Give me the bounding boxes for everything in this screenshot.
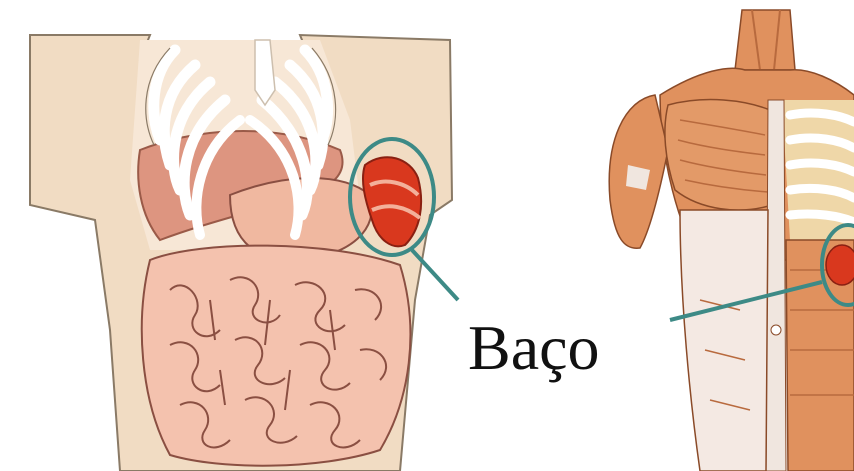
spleen-label: Baço xyxy=(468,316,600,380)
neck xyxy=(735,10,795,70)
abdomen xyxy=(680,210,768,471)
left-torso xyxy=(30,35,458,471)
navel xyxy=(771,325,781,335)
spleen-right xyxy=(826,245,854,285)
small-intestine xyxy=(142,246,411,466)
linea-alba xyxy=(766,100,786,471)
right-torso xyxy=(609,10,854,471)
pectoral xyxy=(665,100,772,210)
